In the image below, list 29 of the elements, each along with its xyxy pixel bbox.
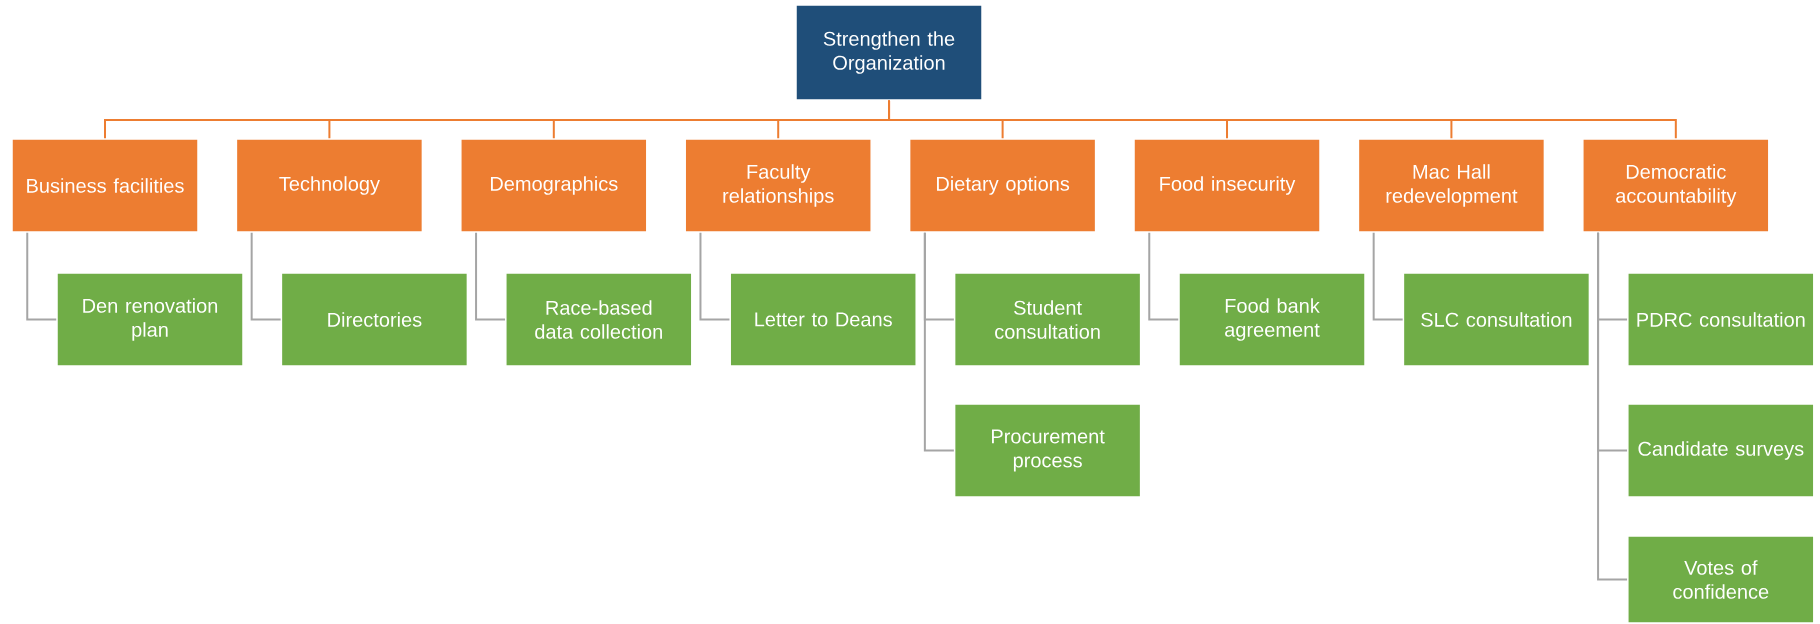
task-box: SLC consultation — [1402, 272, 1591, 367]
connector — [888, 99, 1677, 140]
category-box: Dietary options — [908, 138, 1097, 233]
category-box: Business facilities — [11, 138, 199, 233]
category-box: Democratic accountability — [1582, 138, 1770, 233]
category-box: Demographics — [460, 138, 648, 233]
task-box: Den renovation plan — [56, 272, 244, 367]
task-box: PDRC consultation — [1627, 272, 1815, 367]
connector — [1372, 231, 1404, 321]
connector — [923, 231, 955, 452]
task-box: Food bank agreement — [1178, 272, 1366, 367]
root-box: Strengthen the Organization — [795, 4, 983, 101]
task-box: Directories — [280, 272, 469, 367]
task-box: Candidate surveys — [1627, 403, 1815, 498]
connector — [475, 231, 507, 321]
connector — [699, 231, 731, 321]
category-box: Mac Hall redevelopment — [1357, 138, 1546, 233]
task-box: Student consultation — [953, 272, 1142, 367]
category-box: Food insecurity — [1133, 138, 1321, 233]
task-box: Votes of confidence — [1627, 535, 1815, 624]
connector — [1148, 231, 1180, 321]
task-box: Letter to Deans — [729, 272, 917, 367]
category-box: Faculty relationships — [684, 138, 872, 233]
task-box: Procurement process — [953, 403, 1142, 498]
connector — [1597, 231, 1629, 581]
category-box: Technology — [235, 138, 424, 233]
connector — [250, 231, 282, 321]
task-box: Race-based data collection — [505, 272, 693, 367]
connector — [26, 231, 58, 321]
